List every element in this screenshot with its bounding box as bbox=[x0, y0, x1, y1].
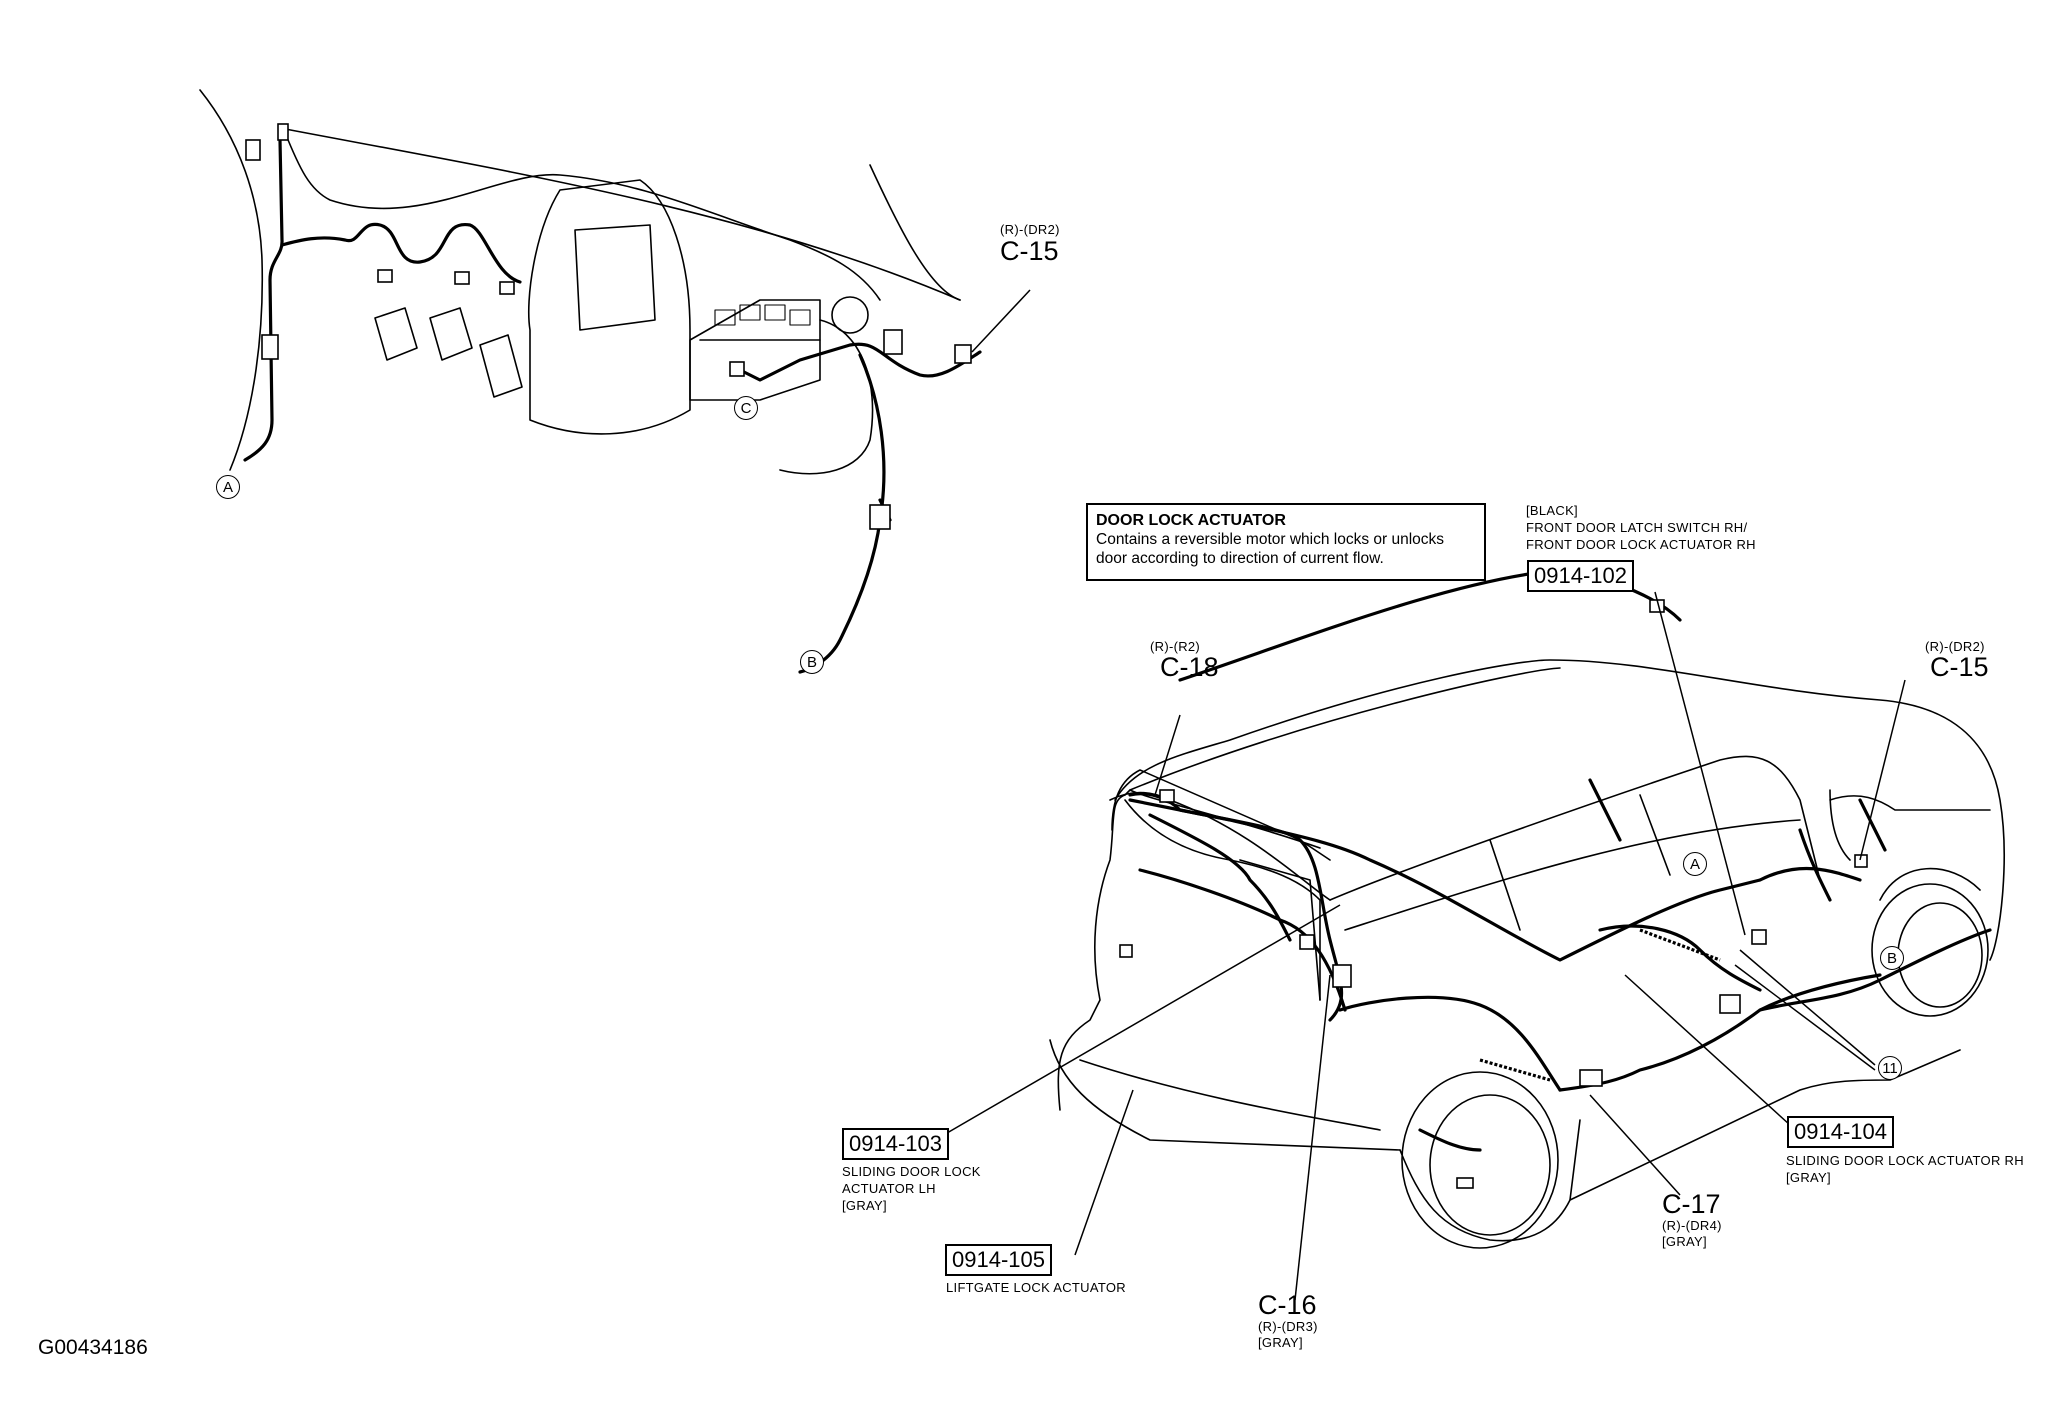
top-callout-b: B bbox=[800, 650, 824, 674]
p102-line-1: [BLACK] bbox=[1526, 503, 1578, 518]
p103-code: 0914-103 bbox=[842, 1128, 949, 1160]
dashboard-view bbox=[199, 89, 1031, 674]
note-line-2: door according to direction of current f… bbox=[1096, 550, 1384, 567]
top-c15-id: C-15 bbox=[1000, 236, 1059, 266]
main-callout-11: 11 bbox=[1878, 1056, 1902, 1080]
p102-line-2: FRONT DOOR LATCH SWITCH RH/ bbox=[1526, 520, 1748, 535]
p104-line-1: SLIDING DOOR LOCK ACTUATOR RH bbox=[1786, 1153, 2024, 1168]
vehicle-view bbox=[934, 566, 2005, 1301]
p103-line-1: SLIDING DOOR LOCK bbox=[842, 1164, 981, 1179]
p105-line-1: LIFTGATE LOCK ACTUATOR bbox=[946, 1280, 1126, 1295]
c17-sub2: [GRAY] bbox=[1662, 1234, 1707, 1249]
c16-sub1: (R)-(DR3) bbox=[1258, 1319, 1318, 1334]
c17-sub1: (R)-(DR4) bbox=[1662, 1218, 1722, 1233]
p104-line-2: [GRAY] bbox=[1786, 1170, 1831, 1185]
main-callout-b: B bbox=[1880, 946, 1904, 970]
p102-code: 0914-102 bbox=[1527, 560, 1634, 592]
top-callout-c: C bbox=[734, 396, 758, 420]
figure-id: G00434186 bbox=[38, 1336, 148, 1359]
p103-line-3: [GRAY] bbox=[842, 1198, 887, 1213]
main-callout-a: A bbox=[1683, 852, 1707, 876]
c16-id: C-16 bbox=[1258, 1290, 1317, 1320]
c18-id: C-18 bbox=[1160, 652, 1219, 682]
c17-id: C-17 bbox=[1662, 1189, 1721, 1219]
p103-line-2: ACTUATOR LH bbox=[842, 1181, 936, 1196]
p102-line-3: FRONT DOOR LOCK ACTUATOR RH bbox=[1526, 537, 1756, 552]
top-callout-a: A bbox=[216, 475, 240, 499]
note-title: DOOR LOCK ACTUATOR bbox=[1096, 512, 1286, 529]
p104-code: 0914-104 bbox=[1787, 1116, 1894, 1148]
p105-code: 0914-105 bbox=[945, 1244, 1052, 1276]
note-line-1: Contains a reversible motor which locks … bbox=[1096, 531, 1445, 548]
c15-id: C-15 bbox=[1930, 652, 1989, 682]
top-c15-sub: (R)-(DR2) bbox=[1000, 222, 1060, 237]
door-lock-actuator-note: DOOR LOCK ACTUATOR Contains a reversible… bbox=[1086, 503, 1486, 581]
c16-sub2: [GRAY] bbox=[1258, 1335, 1303, 1350]
c18-sub: (R)-(R2) bbox=[1150, 639, 1201, 654]
c15-sub: (R)-(DR2) bbox=[1925, 639, 1985, 654]
